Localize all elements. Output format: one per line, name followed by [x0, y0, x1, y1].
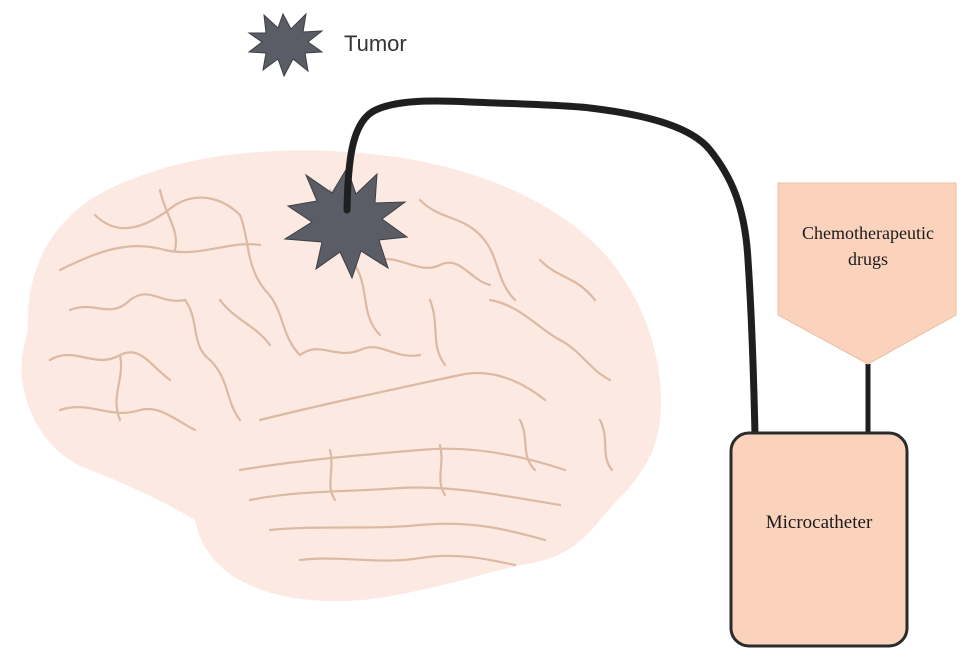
catheter-line — [343, 97, 759, 439]
tumor-in-brain — [283, 166, 409, 280]
tumor-legend-label: Tumor — [344, 31, 407, 56]
tumor-star-icon — [247, 12, 324, 78]
drug-reservoir-label-line2: drugs — [848, 249, 888, 269]
brain-outline — [21, 150, 661, 602]
drug-reservoir-shape — [777, 182, 957, 365]
drug-reservoir-label-line1: Chemotherapeutic — [802, 223, 934, 243]
microcatheter-box — [729, 431, 909, 648]
drug-reservoir-label: Chemotherapeutic drugs — [780, 220, 956, 272]
microcatheter-label: Microcatheter — [765, 512, 873, 533]
